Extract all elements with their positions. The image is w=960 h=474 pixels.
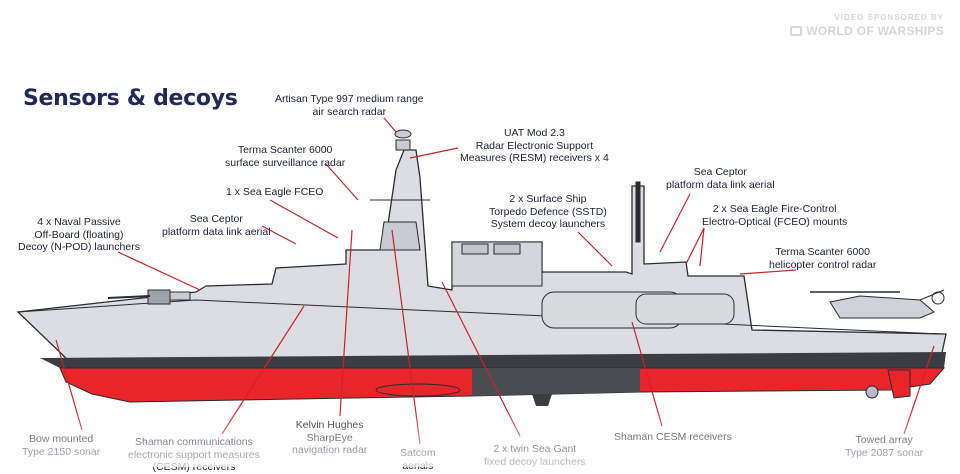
helicopter <box>810 289 945 319</box>
sponsor-brand: WORLD OF WARSHIPS <box>790 24 944 38</box>
label-sea-eagle-fceo: 1 x Sea Eagle FCEO <box>226 186 324 198</box>
wows-logo-icon <box>790 26 803 36</box>
label-shaman-cesm: Shaman CESM receivers <box>614 431 732 443</box>
sponsor-caption: VIDEO SPONSORED BY <box>834 13 944 22</box>
sponsor-badge: VIDEO SPONSORED BY WORLD OF WARSHIPS <box>790 13 944 38</box>
sponsor-brand-label: WORLD OF WARSHIPS <box>806 24 944 38</box>
superstructure-details <box>107 129 735 329</box>
page-title: Sensors & decoys <box>23 86 238 111</box>
